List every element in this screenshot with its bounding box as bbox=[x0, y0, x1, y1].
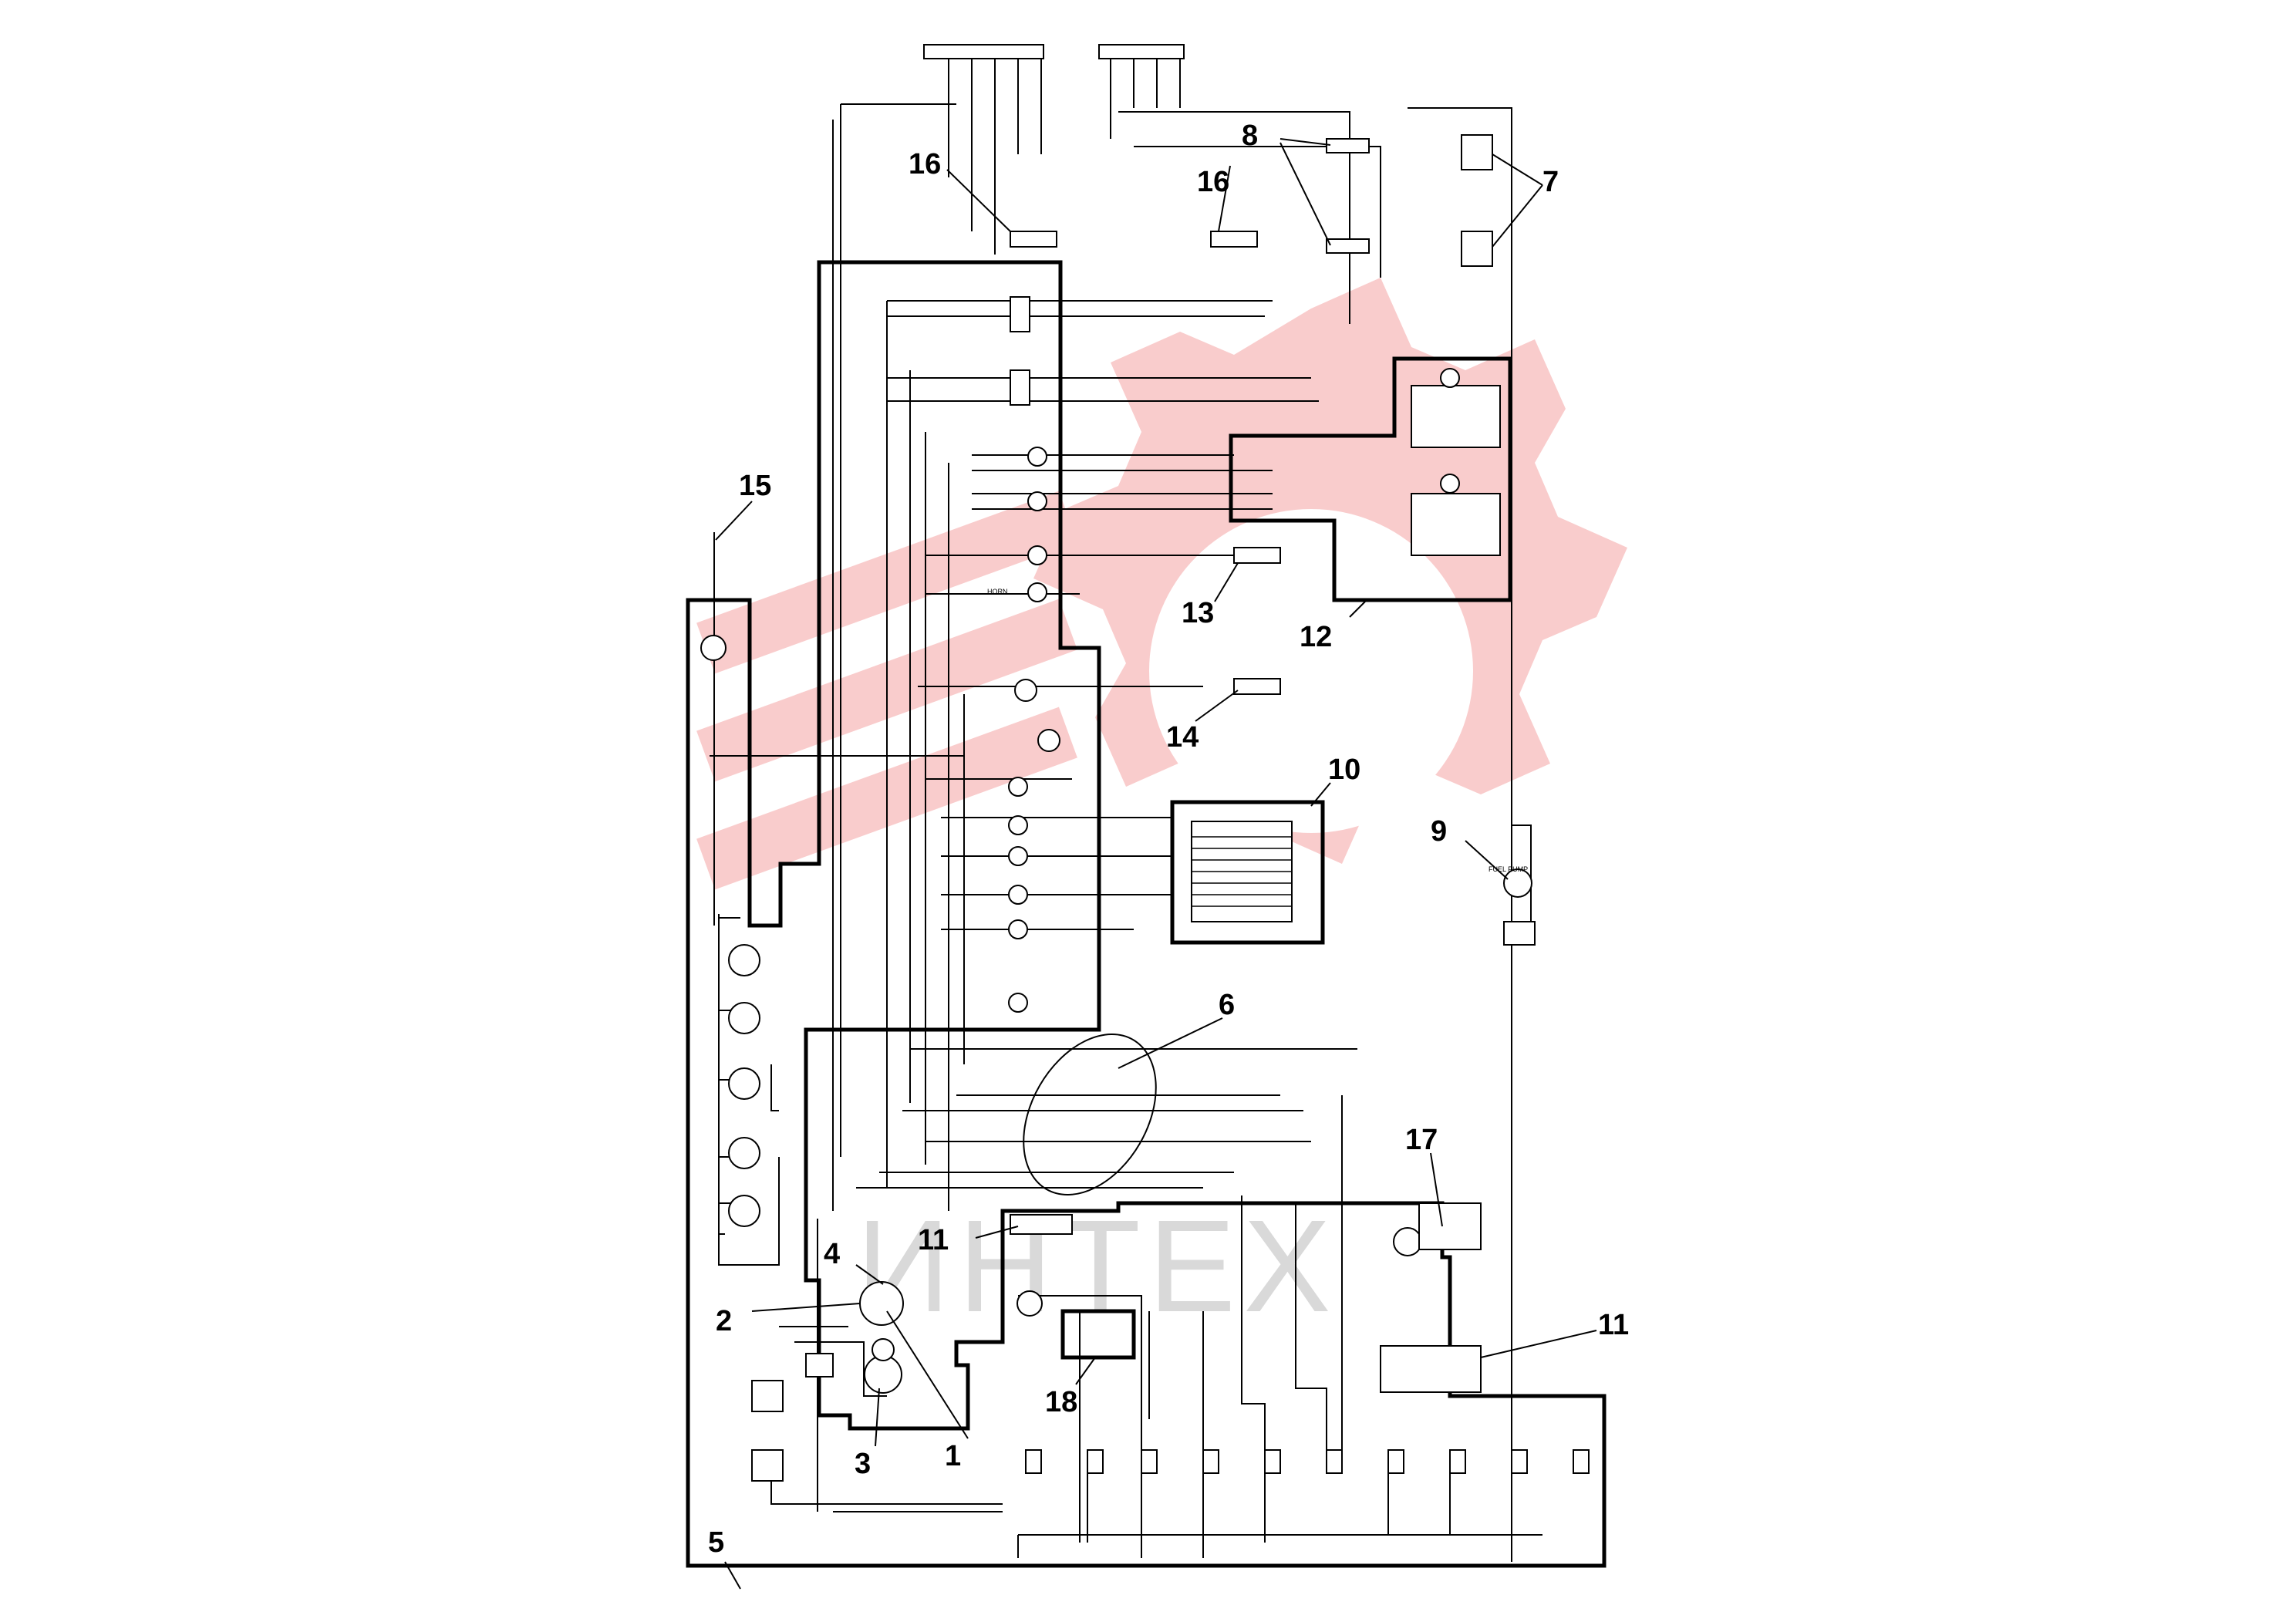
callout-14: 14 bbox=[1166, 721, 1199, 754]
gauge-9 bbox=[1008, 846, 1028, 866]
bottom-switch-8 bbox=[1449, 1449, 1466, 1474]
lamp-5 bbox=[728, 1195, 760, 1227]
callout-3: 3 bbox=[855, 1448, 871, 1480]
gauge-4 bbox=[1027, 582, 1047, 602]
gauge-10 bbox=[1008, 885, 1028, 905]
callout-2: 2 bbox=[716, 1305, 732, 1337]
gauge-lower bbox=[1017, 1290, 1043, 1317]
fuse-rows bbox=[1192, 836, 1292, 907]
switch-17 bbox=[1418, 1202, 1482, 1250]
relay-box-1 bbox=[751, 1380, 784, 1412]
callout-11-left: 11 bbox=[918, 1224, 949, 1256]
lamp-2 bbox=[728, 1002, 760, 1034]
components bbox=[700, 134, 1590, 1482]
callout-10: 10 bbox=[1328, 754, 1360, 786]
alternator bbox=[872, 1338, 895, 1361]
connector-7b bbox=[1461, 231, 1493, 267]
gauge-1 bbox=[1027, 447, 1047, 467]
watermark-gear bbox=[696, 278, 1627, 890]
coil-16b bbox=[1210, 231, 1258, 248]
starter-motor bbox=[864, 1355, 902, 1394]
callout-7: 7 bbox=[1542, 166, 1559, 198]
bottom-switch-9 bbox=[1511, 1449, 1528, 1474]
label-fuel-pump: FUEL PUMP bbox=[1489, 865, 1528, 873]
outline-12 bbox=[1229, 356, 1512, 602]
harness-ellipse bbox=[1023, 1034, 1157, 1195]
gauge-2 bbox=[1027, 491, 1047, 511]
lamp-3 bbox=[728, 1067, 760, 1100]
watermark-text: ИНТЕХ bbox=[856, 1193, 1339, 1340]
relay-a bbox=[1010, 296, 1030, 332]
label-horn: HORN bbox=[987, 588, 1008, 595]
gauge-6 bbox=[1037, 729, 1060, 752]
callout-1: 1 bbox=[945, 1440, 961, 1472]
bottom-switch-10 bbox=[1573, 1449, 1590, 1474]
callout-5: 5 bbox=[708, 1526, 724, 1559]
relay-box-2 bbox=[751, 1449, 784, 1482]
callout-8: 8 bbox=[1242, 120, 1258, 152]
bottom-switch-2 bbox=[1087, 1449, 1104, 1474]
bottom-switch-3 bbox=[1141, 1449, 1158, 1474]
outline-10 bbox=[1170, 800, 1325, 945]
switch-11a bbox=[1010, 1214, 1073, 1235]
callout-15: 15 bbox=[739, 470, 771, 502]
coil-14 bbox=[1233, 678, 1281, 695]
leader-lines bbox=[715, 138, 1597, 1590]
relay-box-3 bbox=[805, 1353, 834, 1378]
actuator-12b bbox=[1411, 493, 1501, 556]
gauge-3 bbox=[1027, 545, 1047, 565]
bottom-switch-1 bbox=[1025, 1449, 1042, 1474]
connector-8b bbox=[1326, 238, 1370, 254]
gauge-5 bbox=[1014, 679, 1037, 702]
gauge-7 bbox=[1008, 777, 1028, 797]
callout-17: 17 bbox=[1405, 1124, 1438, 1156]
callout-16-right: 16 bbox=[1197, 166, 1229, 198]
callout-12: 12 bbox=[1300, 621, 1332, 653]
thick-outlines bbox=[686, 260, 1607, 1568]
ignition-switch bbox=[859, 1281, 904, 1326]
outline-5 bbox=[686, 260, 1607, 1568]
callout-11-right: 11 bbox=[1598, 1309, 1629, 1341]
gauge-11 bbox=[1008, 919, 1028, 939]
motor-12b bbox=[1440, 474, 1460, 494]
lamp-1 bbox=[728, 944, 760, 976]
relay-b bbox=[1010, 369, 1030, 406]
callout-9: 9 bbox=[1431, 815, 1447, 848]
lamp-15 bbox=[700, 635, 727, 661]
switch-11b bbox=[1380, 1345, 1482, 1393]
callout-4: 4 bbox=[824, 1238, 840, 1270]
fuel-pump bbox=[1503, 868, 1532, 898]
outline-18 bbox=[1060, 1309, 1136, 1360]
bottom-switch-4 bbox=[1202, 1449, 1219, 1474]
sensor-17 bbox=[1393, 1227, 1422, 1256]
fuel-pump-relay bbox=[1503, 921, 1536, 946]
top-connector-right bbox=[1098, 44, 1185, 59]
connector-8a bbox=[1326, 138, 1370, 153]
bottom-switch-7 bbox=[1387, 1449, 1404, 1474]
top-connector-left bbox=[923, 44, 1044, 59]
connector-7a bbox=[1461, 134, 1493, 170]
motor-12a bbox=[1440, 368, 1460, 388]
gauge-8 bbox=[1008, 815, 1028, 835]
coil-16a bbox=[1010, 231, 1057, 248]
bottom-switch-5 bbox=[1264, 1449, 1281, 1474]
callout-6: 6 bbox=[1219, 989, 1235, 1021]
callout-18: 18 bbox=[1045, 1386, 1077, 1418]
gauge-12 bbox=[1008, 993, 1028, 1013]
callout-13: 13 bbox=[1182, 597, 1214, 629]
coil-13 bbox=[1233, 547, 1281, 564]
callout-16-left: 16 bbox=[909, 148, 941, 180]
lamp-4 bbox=[728, 1137, 760, 1169]
bottom-switch-6 bbox=[1326, 1449, 1343, 1474]
actuator-12a bbox=[1411, 385, 1501, 448]
